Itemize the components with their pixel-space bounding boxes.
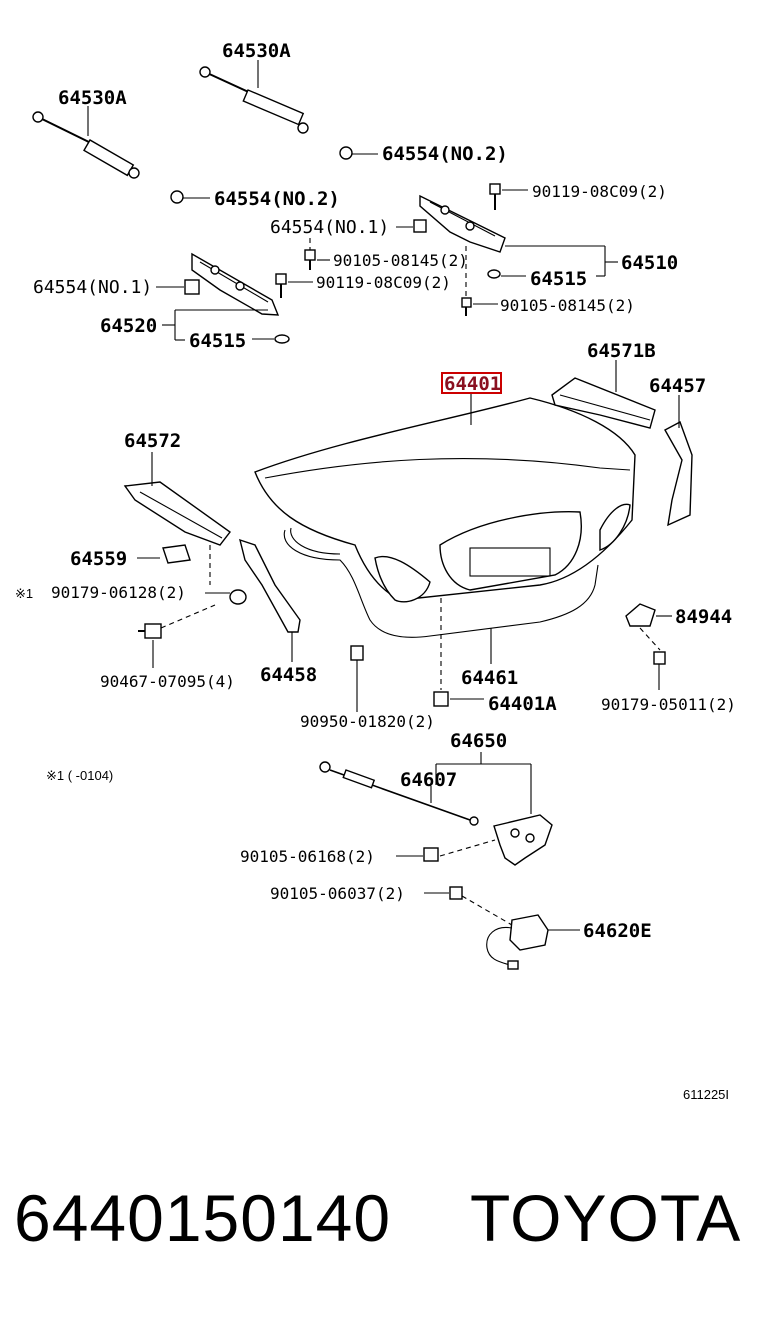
gas-strut-64530a-left[interactable] (32, 111, 140, 179)
dashline-90467 (160, 604, 216, 629)
clip-90179-06128[interactable] (229, 589, 247, 605)
callout-64530a-top: 64530A (222, 40, 291, 62)
callout-64461: 64461 (461, 667, 518, 689)
weatherstrip-64461[interactable] (283, 529, 599, 638)
trim-64571b[interactable] (551, 377, 656, 429)
clip-90467[interactable] (138, 623, 162, 639)
part-number: 6440150140 (14, 1181, 392, 1255)
stop-64554-no2-left[interactable] (170, 190, 184, 204)
callout-90105-06037: 90105-06037(2) (270, 884, 405, 903)
washer-64515-right[interactable] (487, 269, 501, 279)
note-mark-1: ※1 (15, 586, 33, 601)
figure-code: 611225I (683, 1087, 729, 1102)
washer-64515-left[interactable] (274, 334, 290, 344)
bolt-90105-06168[interactable] (423, 847, 439, 862)
plug-64401a[interactable] (433, 691, 449, 707)
clip-64559[interactable] (162, 544, 191, 564)
trim-64572[interactable] (123, 481, 231, 546)
dashline-90179-05011 (639, 627, 661, 651)
callout-64554-no1-mid: 64554(NO.1) (270, 217, 389, 238)
bolt-90105-06037[interactable] (449, 886, 463, 900)
bolt-90119-left[interactable] (275, 273, 287, 298)
lock-64650[interactable] (493, 814, 553, 866)
callout-64571b: 64571B (587, 340, 656, 362)
callout-64515-left: 64515 (189, 330, 246, 352)
callout-64607: 64607 (400, 769, 457, 791)
hinge-64510[interactable] (419, 194, 506, 253)
trunk-lid-64401[interactable] (254, 397, 636, 603)
callout-90179-05011: 90179-05011(2) (601, 695, 736, 714)
callout-84944: 84944 (675, 606, 732, 628)
bolt-90119-right[interactable] (489, 183, 501, 210)
callout-90119-right: 90119-08C09(2) (532, 182, 667, 201)
callout-64572: 64572 (124, 430, 181, 452)
dashline-90105-06168 (439, 839, 496, 857)
callout-64554-no2-right: 64554(NO.2) (382, 143, 508, 165)
cable-64607[interactable] (319, 761, 479, 826)
callout-90105-06168: 90105-06168(2) (240, 847, 375, 866)
callout-64510: 64510 (621, 252, 678, 274)
callout-64515-right: 64515 (530, 268, 587, 290)
clip-90179-05011[interactable] (653, 651, 666, 665)
actuator-64620e[interactable] (486, 914, 549, 970)
brand-name: TOYOTA (470, 1181, 742, 1255)
callout-64520: 64520 (100, 315, 157, 337)
callout-64554-no2-left: 64554(NO.2) (214, 188, 340, 210)
cushion-90950[interactable] (350, 645, 364, 661)
hinge-64520[interactable] (191, 252, 280, 316)
stop-64554-no2-right[interactable] (339, 146, 353, 160)
trim-64458[interactable] (239, 538, 301, 633)
gas-strut-64530a-top[interactable] (199, 66, 309, 134)
callout-90105-08145-a: 90105-08145(2) (333, 251, 468, 270)
highlight-box-64401 (441, 372, 502, 394)
bolt-90105-08145-b[interactable] (461, 297, 472, 316)
callout-64554-no1-left: 64554(NO.1) (33, 277, 152, 298)
trim-64457[interactable] (664, 421, 693, 527)
callout-90467: 90467-07095(4) (100, 672, 235, 691)
callout-90179-06128: 90179-06128(2) (51, 583, 186, 602)
callout-64620e: 64620E (583, 920, 652, 942)
emblem-84944[interactable] (625, 603, 656, 627)
callout-64559: 64559 (70, 548, 127, 570)
callout-64401a: 64401A (488, 693, 557, 715)
stop-64554-no1-left[interactable] (184, 279, 200, 295)
bolt-90105-08145-a[interactable] (304, 249, 316, 270)
footer: 6440150140 TOYOTA (0, 1180, 760, 1290)
note-range: ※1 ( -0104) (46, 768, 113, 783)
callout-90950: 90950-01820(2) (300, 712, 435, 731)
callout-64457: 64457 (649, 375, 706, 397)
callout-64458: 64458 (260, 664, 317, 686)
stop-64554-no1-mid[interactable] (413, 219, 427, 233)
callout-64530a-left: 64530A (58, 87, 127, 109)
callout-90119-left: 90119-08C09(2) (316, 273, 451, 292)
callout-64401[interactable]: 64401 (444, 373, 501, 395)
callout-64650: 64650 (450, 730, 507, 752)
dashline-90105-06037 (461, 895, 513, 926)
callout-90105-08145-b: 90105-08145(2) (500, 296, 635, 315)
